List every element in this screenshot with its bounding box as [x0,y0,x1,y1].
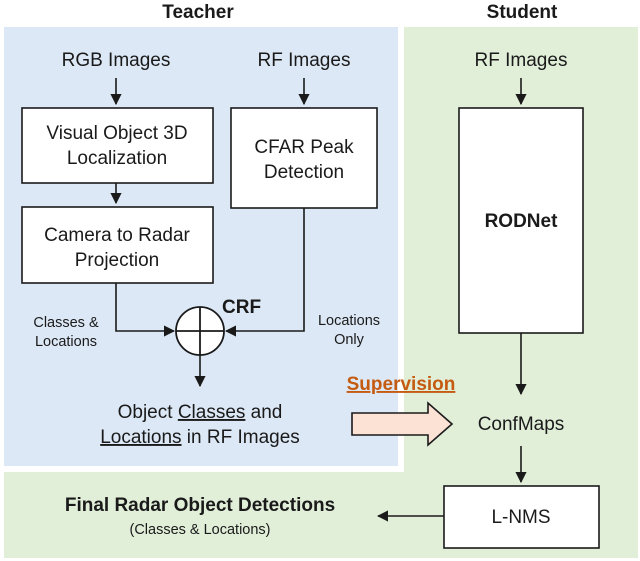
rodnet-label: RODNet [485,211,559,232]
locations-only-line-2: Only [334,332,365,348]
supervision-label: Supervision [347,374,456,395]
student-title: Student [487,2,558,23]
visual-localization-box: Visual Object 3D Localization [21,107,214,184]
cfar-line-1: CFAR Peak [254,137,354,158]
supervision-arrow-icon [351,401,454,447]
cfar-line-2: Detection [264,162,344,183]
rodnet-box: RODNet [458,107,584,334]
classes-locations-line-1: Classes & [33,315,99,331]
lnms-box: L-NMS [443,485,600,549]
classes-locations-line-2: Locations [35,334,97,350]
object-output-line-2: Locations in RF Images [100,427,300,448]
teacher-rf-images-label: RF Images [258,50,351,71]
final-detections-subtitle: (Classes & Locations) [129,522,270,538]
visual-localization-line-1: Visual Object 3D [46,123,187,144]
camera-to-radar-box: Camera to Radar Projection [21,206,214,284]
student-rf-images-label: RF Images [475,50,568,71]
camera-to-radar-line-1: Camera to Radar [44,225,190,246]
teacher-title: Teacher [162,2,234,23]
crf-combiner-icon [175,306,225,356]
lnms-label: L-NMS [491,507,550,528]
object-classes-locations-output: Object Classes and Locations in RF Image… [100,402,300,448]
crf-label: CRF [222,297,261,318]
cfar-box: CFAR Peak Detection [230,107,378,209]
camera-to-radar-line-2: Projection [75,250,160,271]
confmaps-label: ConfMaps [478,414,565,435]
rgb-images-label: RGB Images [62,50,171,71]
object-output-line-1: Object Classes and [118,402,283,423]
locations-only-line-1: Locations [318,313,380,329]
visual-localization-line-2: Localization [67,148,167,169]
final-detections-title: Final Radar Object Detections [65,495,335,516]
